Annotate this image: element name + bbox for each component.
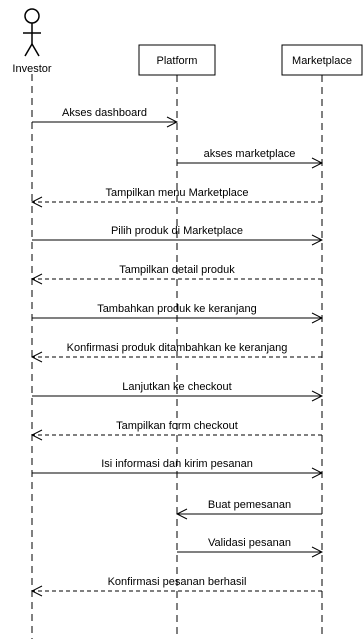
message-label: Tambahkan produk ke keranjang bbox=[97, 303, 257, 315]
message-label: Validasi pesanan bbox=[208, 537, 291, 549]
message-label: Pilih produk di Marketplace bbox=[111, 225, 243, 237]
platform-box bbox=[138, 44, 216, 76]
message-label: Buat pemesanan bbox=[208, 499, 291, 511]
message-label: akses marketplace bbox=[204, 148, 296, 160]
marketplace-box bbox=[281, 44, 363, 76]
messages-group: Akses dashboard akses marketplaceTampilka… bbox=[32, 107, 322, 591]
message-label: Konfirmasi produk ditambahkan ke keranja… bbox=[67, 342, 288, 354]
platform-label: Platform bbox=[157, 55, 198, 67]
message-label: Tampilkan form checkout bbox=[116, 420, 238, 432]
message-label: Akses dashboard bbox=[62, 107, 147, 119]
message-label: Tampilkan menu Marketplace bbox=[105, 187, 248, 199]
message-label: Konfirmasi pesanan berhasil bbox=[108, 576, 247, 588]
message-label: Tampilkan detail produk bbox=[119, 264, 235, 276]
message-label: Isi informasi dan kirim pesanan bbox=[101, 458, 253, 470]
message-label: Lanjutkan ke checkout bbox=[122, 381, 231, 393]
investor-label: Investor bbox=[12, 63, 51, 75]
investor-actor-icon bbox=[23, 8, 41, 57]
marketplace-label: Marketplace bbox=[292, 55, 352, 67]
